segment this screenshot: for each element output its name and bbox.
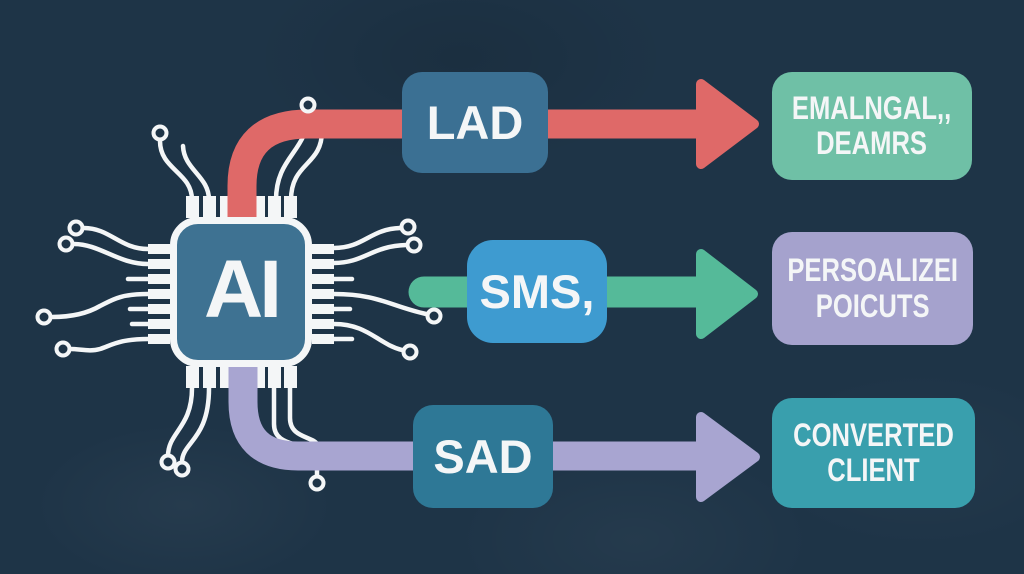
- result-converted-line2: CLIENT: [827, 452, 920, 488]
- ai-chip-label: AI: [204, 244, 282, 335]
- green-arrowhead-icon: [696, 249, 758, 339]
- result-personalized-line2: POICUTS: [815, 287, 930, 324]
- result-label-converted: CONVERTED CLIENT: [793, 416, 954, 488]
- stage-box-sad: SAD: [413, 405, 553, 508]
- result-box-emails: EMALNGAL,, DEAMRS: [772, 72, 972, 180]
- result-box-personalized: PERSOALIZEI POICUTS: [772, 232, 973, 345]
- purple-flow-pipe: [228, 330, 701, 471]
- stage-label-sad: SAD: [433, 430, 533, 483]
- red-arrowhead-icon: [696, 79, 759, 169]
- result-converted-line1: CONVERTED: [793, 416, 954, 453]
- result-box-converted: CONVERTED CLIENT: [772, 398, 975, 508]
- result-emails-line1: EMALNGAL,,: [792, 89, 952, 126]
- result-emails-line2: DEAMRS: [816, 125, 928, 161]
- chip-pins: [148, 196, 334, 388]
- ai-chip: AI: [170, 217, 312, 367]
- wire-nodes: [35, 96, 443, 492]
- stage-label-sms: SMS,: [479, 265, 595, 318]
- stage-box-lad: LAD: [402, 72, 548, 173]
- result-label-personalized: PERSOALIZEI POICUTS: [787, 252, 958, 324]
- result-personalized-line1: PERSOALIZEI: [787, 252, 958, 289]
- stage-label-lad: LAD: [426, 96, 524, 149]
- red-flow-pipe: [227, 109, 701, 262]
- stage-box-sms: SMS,: [467, 240, 607, 343]
- result-label-emails: EMALNGAL,, DEAMRS: [792, 89, 952, 161]
- purple-arrowhead-icon: [696, 412, 760, 502]
